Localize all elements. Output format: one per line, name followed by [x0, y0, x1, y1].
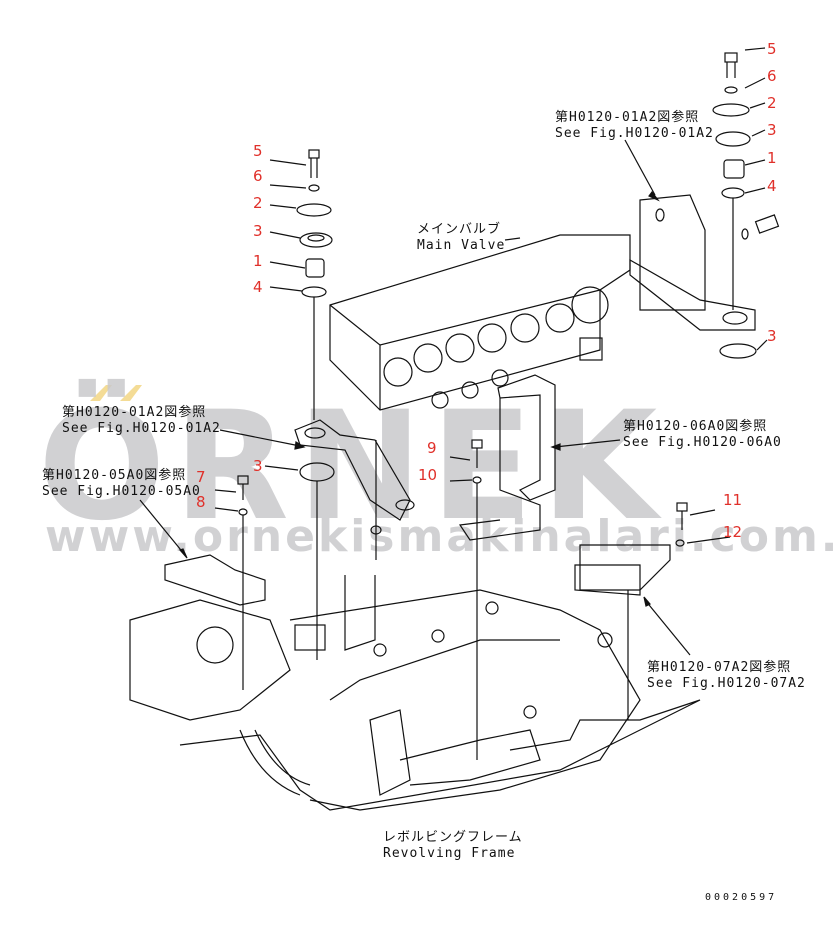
ref-jp: 第H0120-01A2図参照 [62, 405, 207, 420]
callout-6-left[interactable]: 6 [253, 167, 263, 185]
callout-4-left[interactable]: 4 [253, 278, 263, 296]
ref-en: See Fig.H0120-05A0 [42, 484, 201, 499]
ref-jp: 第H0120-05A0図参照 [42, 468, 187, 483]
callout-12[interactable]: 12 [723, 523, 743, 541]
ref-jp: 第H0120-06A0図参照 [623, 419, 768, 434]
revolving-frame-drawing [129, 575, 701, 811]
ref-en: See Fig.H0120-01A2 [62, 421, 221, 436]
right-part-stack [629, 47, 780, 359]
callout-4-right[interactable]: 4 [767, 177, 777, 195]
frame-jp: レボルビングフレーム [383, 830, 523, 845]
callout-7[interactable]: 7 [196, 468, 206, 486]
frame-en: Revolving Frame [383, 846, 516, 861]
callout-1-left[interactable]: 1 [253, 252, 263, 270]
callout-8[interactable]: 8 [196, 493, 206, 511]
callout-9[interactable]: 9 [427, 439, 437, 457]
callout-11[interactable]: 11 [723, 491, 743, 509]
callout-6-right[interactable]: 6 [767, 67, 777, 85]
drawing-code: 00020597 [705, 892, 778, 903]
watermark-brand: ÖRNEK [38, 380, 666, 554]
ref-en: See Fig.H0120-01A2 [555, 126, 714, 141]
callout-3-right-lower[interactable]: 3 [767, 327, 777, 345]
callout-5-right[interactable]: 5 [767, 40, 777, 58]
ref-jp: 第H0120-01A2図参照 [555, 110, 700, 125]
callout-3-left[interactable]: 3 [253, 222, 263, 240]
brackets [164, 374, 688, 760]
main-valve-drawing [329, 234, 631, 411]
main-valve-en: Main Valve [417, 238, 506, 253]
callout-10[interactable]: 10 [418, 466, 438, 484]
watermark-url: www.ornekismakinalari.com.tr [45, 511, 837, 562]
watermark-umlaut [90, 385, 142, 401]
leader-lines [139, 139, 731, 656]
callout-1-right[interactable]: 1 [767, 149, 777, 167]
callout-5-left[interactable]: 5 [253, 142, 263, 160]
callout-3-right[interactable]: 3 [767, 121, 777, 139]
ref-jp: 第H0120-07A2図参照 [647, 660, 792, 675]
main-valve-jp: メインバルブ [417, 222, 502, 237]
ref-en: See Fig.H0120-06A0 [623, 435, 782, 450]
left-part-stack [269, 149, 333, 420]
ref-en: See Fig.H0120-07A2 [647, 676, 806, 691]
callout-2-left[interactable]: 2 [253, 194, 263, 212]
callout-2-right[interactable]: 2 [767, 94, 777, 112]
callout-3-mid[interactable]: 3 [253, 457, 263, 475]
